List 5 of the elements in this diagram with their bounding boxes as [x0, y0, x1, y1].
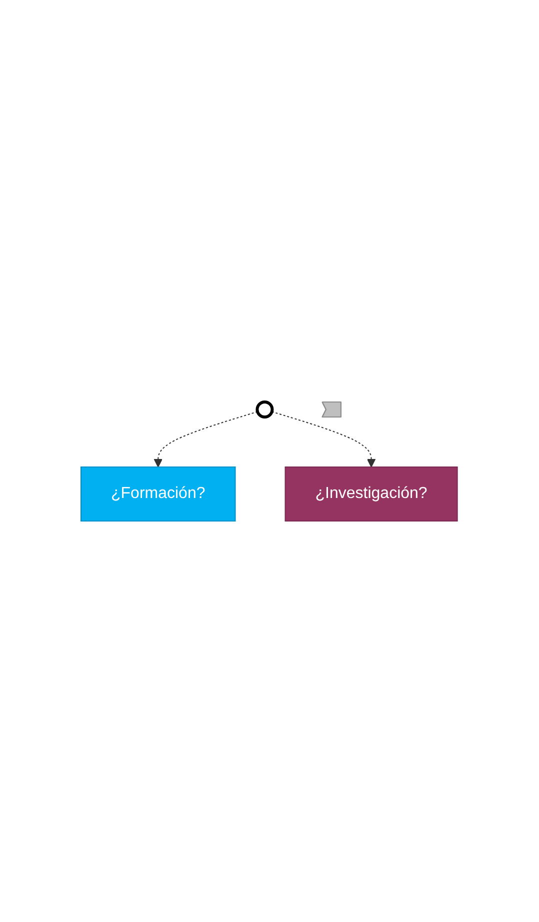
node-circle [256, 400, 274, 418]
node-box: ¿Investigación? [285, 466, 458, 521]
node-box: ¿Formación? [80, 466, 236, 521]
arrow [272, 410, 376, 467]
arrow [154, 410, 258, 467]
